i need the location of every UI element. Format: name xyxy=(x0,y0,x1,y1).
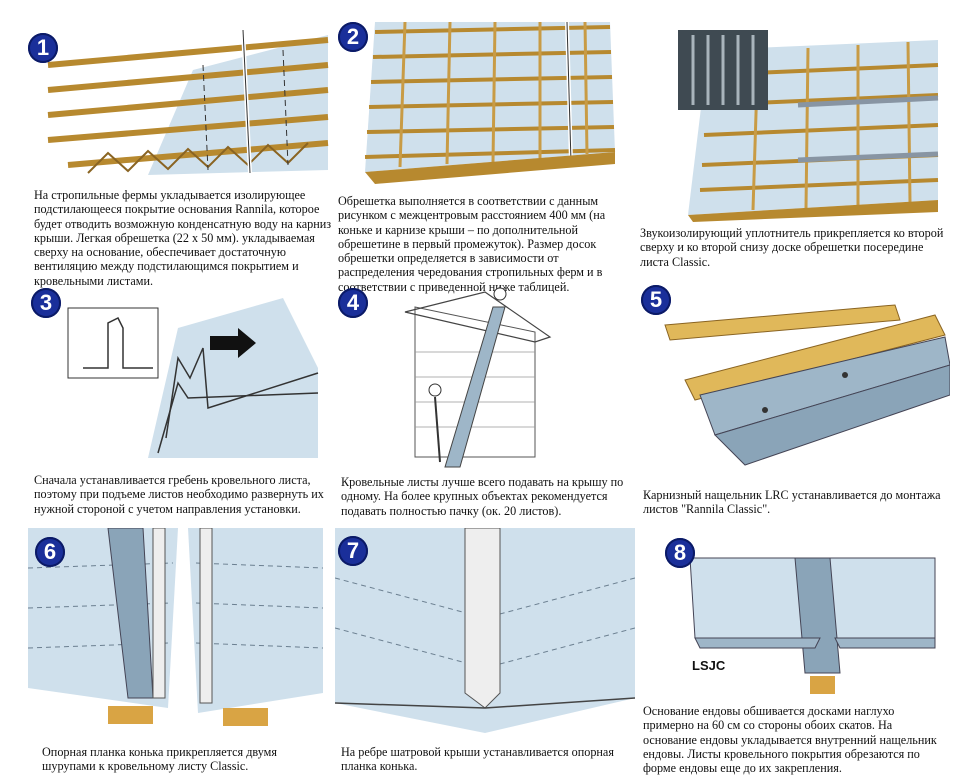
illustration-battens-grid xyxy=(335,22,635,187)
panel-6: 6 Опорная планка конька прикрепляется дв… xyxy=(28,528,328,778)
illustration-valley-flashing xyxy=(645,528,950,698)
panel-1: 1 На стропильные фермы укладывается изол… xyxy=(28,25,338,288)
step-number-badge: 7 xyxy=(338,536,368,566)
panel-2: 2 Обрешетка выполняется в соответствии с… xyxy=(335,22,635,294)
illustration-hip-roof-ridge xyxy=(335,528,635,738)
caption-step-6: Опорная планка конька прикрепляется двум… xyxy=(42,745,278,774)
illustration-ridge-support-bracket xyxy=(28,528,323,728)
caption-step-4: Кровельные листы лучше всего подавать на… xyxy=(341,475,624,518)
illustration-sheet-ridge-direction xyxy=(28,288,328,460)
caption-step-7: На ребре шатровой крыши устанавливается … xyxy=(341,745,614,774)
step-number-badge: 6 xyxy=(35,537,65,567)
caption-step-8: Основание ендовы обшивается досками нагл… xyxy=(643,704,937,776)
caption-step-5: Карнизный нащельник LRC устанавливается … xyxy=(643,488,941,517)
panel-8: 8 LSJC Основание ендовы обшивается доска… xyxy=(643,528,950,778)
step-number-badge: 5 xyxy=(641,285,671,315)
caption-step-2: Обрешетка выполняется в соответствии с д… xyxy=(338,194,606,294)
panel-3: 3 Сначала устанавливается гребень кровел… xyxy=(28,288,328,528)
step-number-badge: 3 xyxy=(31,288,61,318)
illustration-eave-flashing-lrc xyxy=(645,285,950,470)
caption-step-2b: Звукоизолирующий уплотнитель прикрепляет… xyxy=(640,226,944,269)
step-number-badge: 4 xyxy=(338,288,368,318)
lsjc-label: LSJC xyxy=(692,658,726,673)
illustration-sound-insulation-strip xyxy=(648,30,948,222)
step-number-badge: 1 xyxy=(28,33,58,63)
panel-2b: Звукоизолирующий уплотнитель прикрепляет… xyxy=(640,30,948,280)
panel-7: 7 На ребре шатровой крыши устанавливаетс… xyxy=(335,528,635,778)
caption-step-3: Сначала устанавливается гребень кровельн… xyxy=(34,473,324,516)
step-number-badge: 2 xyxy=(338,22,368,52)
panel-5: 5 Карнизный нащельник LRC устанавливаетс… xyxy=(641,285,950,525)
panel-4: 4 Кровельные листы лучше всего подавать … xyxy=(335,282,635,522)
step-number-badge: 8 xyxy=(665,538,695,568)
illustration-roof-trusses-underlay xyxy=(28,25,338,175)
illustration-passing-sheets-to-roof xyxy=(335,282,635,482)
caption-step-1: На стропильные фермы укладывается изолир… xyxy=(34,188,332,288)
